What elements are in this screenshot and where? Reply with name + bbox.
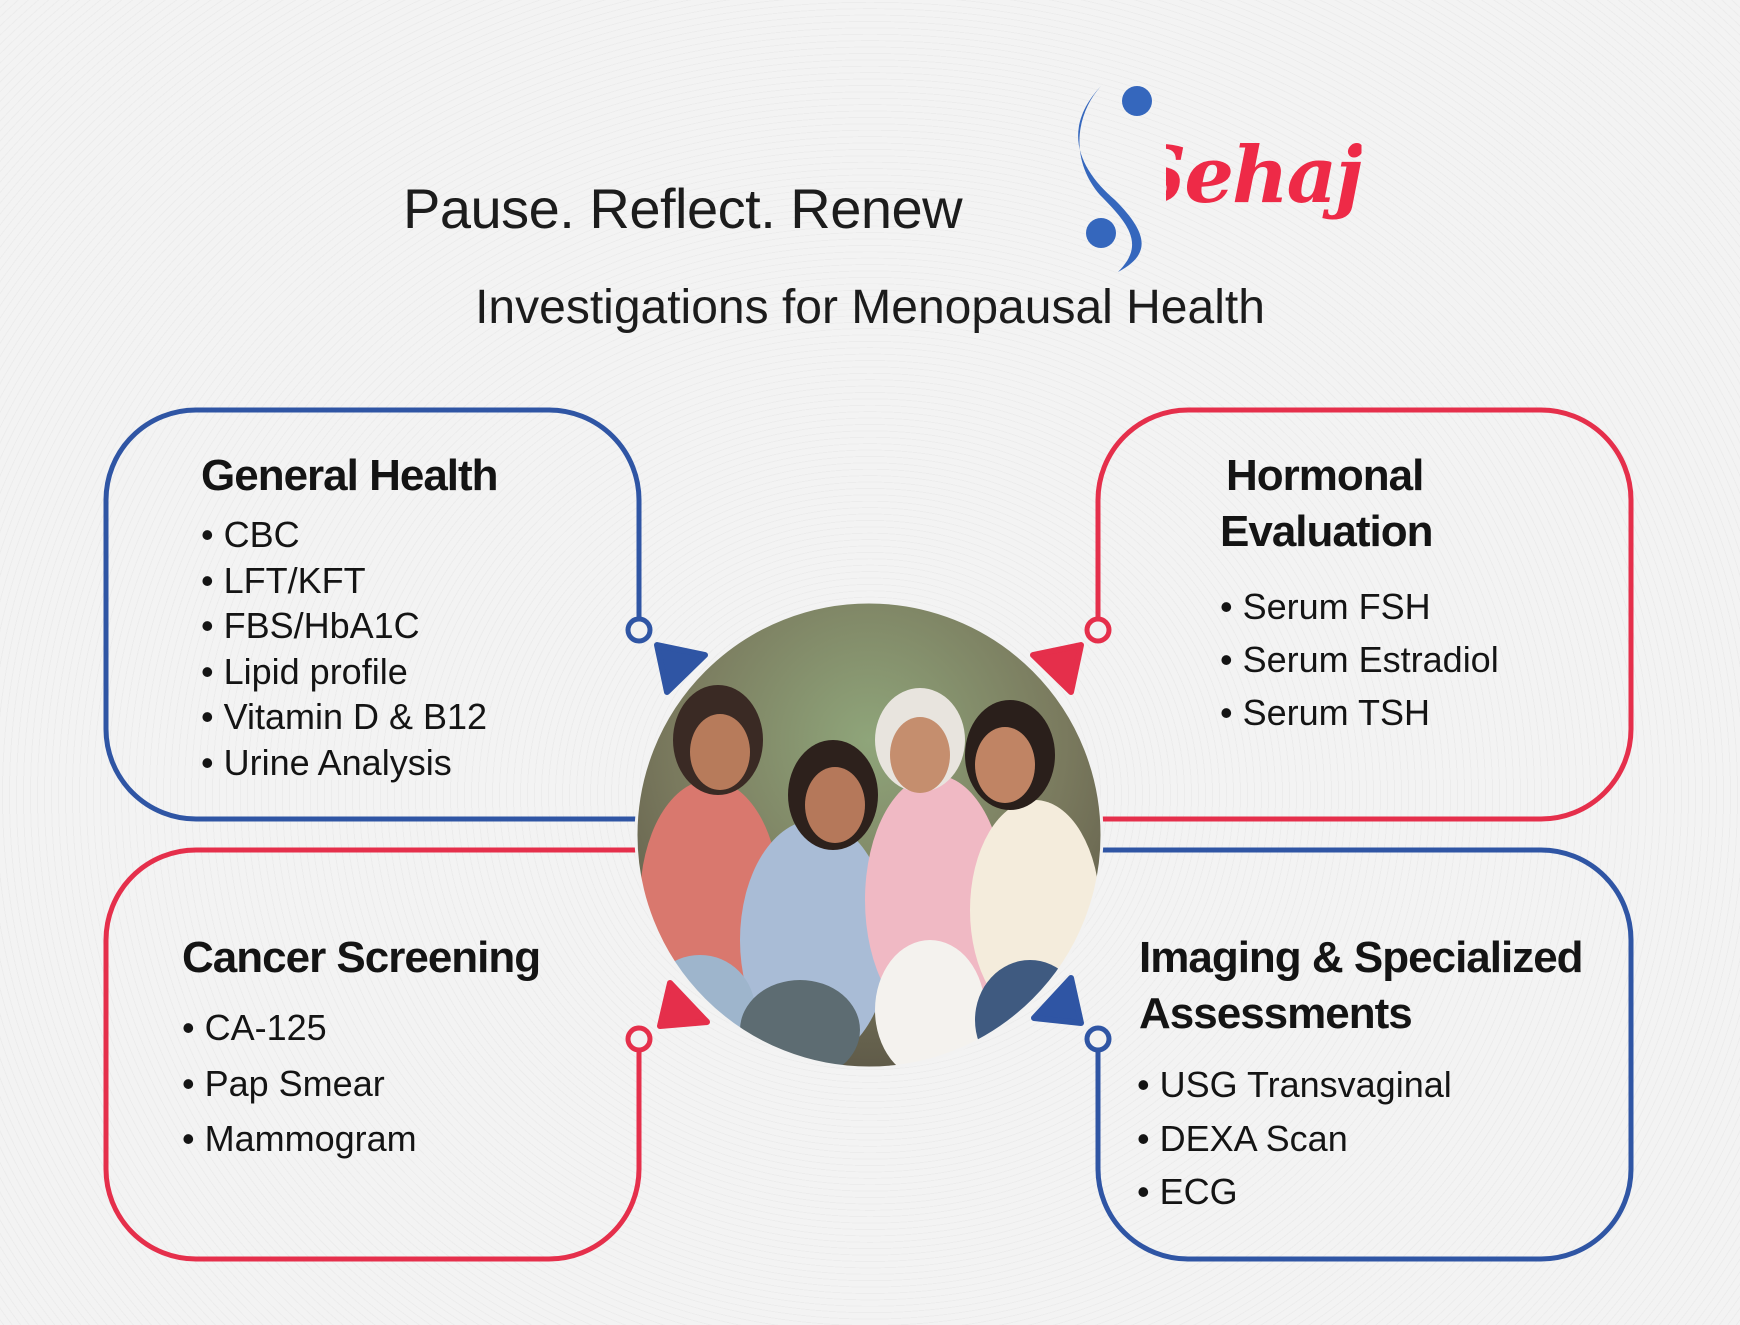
list-item: Vitamin D & B12 (201, 694, 498, 740)
list-item: Lipid profile (201, 649, 498, 695)
hormonal-frame (1095, 407, 1634, 822)
connector-node (625, 1025, 653, 1053)
group-photo (636, 602, 1102, 1068)
pointer-triangle (657, 980, 710, 1029)
general-health-frame (103, 407, 642, 822)
connector-node (625, 616, 653, 644)
page-subtitle: Investigations for Menopausal Health (475, 281, 1265, 334)
section-hormonal-evaluation: Hormonal Evaluation Serum FSH Serum Estr… (1220, 448, 1499, 739)
pointer-triangle (1030, 642, 1084, 695)
section-cancer-screening: Cancer Screening CA-125 Pap Smear Mammog… (182, 930, 541, 1167)
list-item: Serum FSH (1220, 580, 1499, 633)
list-item: FBS/HbA1C (201, 603, 498, 649)
brand-logo-text: Sehaj (1130, 130, 1362, 221)
list-item: USG Transvaginal (1137, 1058, 1583, 1112)
connector-node (1084, 616, 1112, 644)
list-item: LFT/KFT (201, 558, 498, 604)
list-item: Serum Estradiol (1220, 633, 1499, 686)
section-title: General Health (201, 451, 499, 500)
list-item: DEXA Scan (1137, 1112, 1583, 1166)
list-item: CBC (201, 512, 498, 558)
section-imaging-assessments: Imaging & Specialized Assessments USG Tr… (1137, 930, 1584, 1219)
list-item: CA-125 (182, 1000, 540, 1056)
pointer-triangle (654, 642, 708, 695)
pointer-triangle (1031, 975, 1084, 1026)
cancer-frame (103, 847, 642, 1262)
list-item: Mammogram (182, 1111, 540, 1167)
section-title-line: Imaging & Specialized (1139, 933, 1584, 982)
tagline: Pause. Reflect. Renew (403, 177, 963, 240)
list-item: Pap Smear (182, 1056, 540, 1112)
sehaj-logo-mark (1078, 86, 1152, 272)
connector-node (1084, 1025, 1112, 1053)
imaging-frame (1095, 847, 1634, 1262)
section-title-line: Assessments (1139, 989, 1413, 1038)
list-item: Serum TSH (1220, 686, 1499, 739)
section-title-line: Hormonal (1226, 451, 1424, 500)
section-title: Cancer Screening (182, 933, 541, 982)
list-item: Urine Analysis (201, 740, 498, 786)
list-item: ECG (1137, 1165, 1583, 1219)
section-general-health: General Health CBC LFT/KFT FBS/HbA1C Lip… (201, 448, 499, 786)
section-title-line: Evaluation (1220, 507, 1433, 556)
